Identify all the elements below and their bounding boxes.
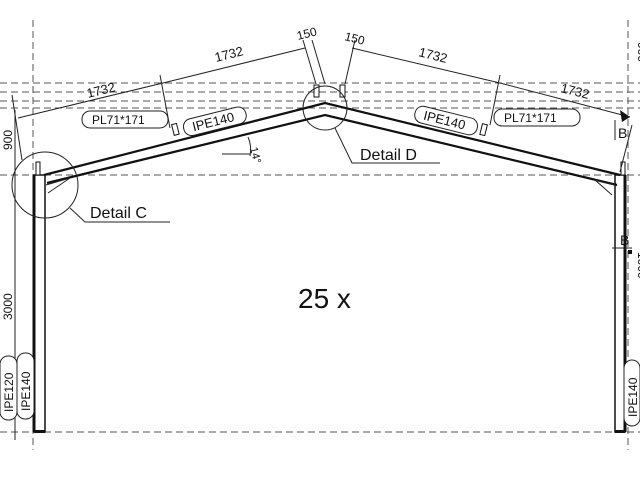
section-mark-top: B: [618, 125, 627, 141]
dimension-lines: [11, 39, 633, 440]
dim-right-1: 1732: [417, 44, 449, 66]
detail-c-circle: [11, 151, 79, 219]
detail-d-leader: [334, 127, 440, 164]
dim-right-eave: 900: [635, 42, 640, 62]
label-right-rafter: IPE140: [414, 105, 479, 136]
dim-left-eave: 900: [1, 130, 15, 150]
roof-angle: 14°: [247, 146, 263, 165]
svg-text:PL71*171: PL71*171: [92, 113, 145, 127]
label-right-plate: PL71*171: [493, 108, 581, 127]
svg-text:IPE140: IPE140: [626, 377, 640, 417]
svg-text:IPE120: IPE120: [2, 372, 16, 412]
svg-text:IPE140: IPE140: [19, 371, 33, 411]
label-right-column: IPE140: [623, 359, 640, 427]
dim-column-height: 3000: [1, 293, 15, 320]
dim-right-column: 1000: [635, 252, 640, 279]
detail-d-circle: [302, 85, 348, 131]
dim-right-2: 1732: [559, 80, 591, 102]
dim-left-1: 1732: [85, 79, 117, 101]
section-mark-bottom: B: [620, 232, 629, 248]
dim-right-offset: 150: [343, 29, 366, 48]
dim-left-2: 1732: [213, 43, 245, 65]
rafters: [43, 84, 621, 196]
quantity-label: 25 x: [298, 283, 351, 314]
detail-c-label: Detail C: [90, 205, 147, 222]
label-left-column: IPE140: [16, 352, 35, 420]
svg-text:PL71*171: PL71*171: [504, 111, 557, 125]
left-column: [32, 161, 46, 433]
label-left-plate: PL71*171: [81, 110, 169, 129]
dim-left-offset: 150: [295, 24, 318, 43]
label-left-column-outer: IPE120: [0, 355, 18, 421]
label-left-rafter: IPE140: [182, 106, 247, 137]
detail-d-label: Detail D: [360, 147, 417, 164]
detail-c-leader: [69, 207, 170, 223]
